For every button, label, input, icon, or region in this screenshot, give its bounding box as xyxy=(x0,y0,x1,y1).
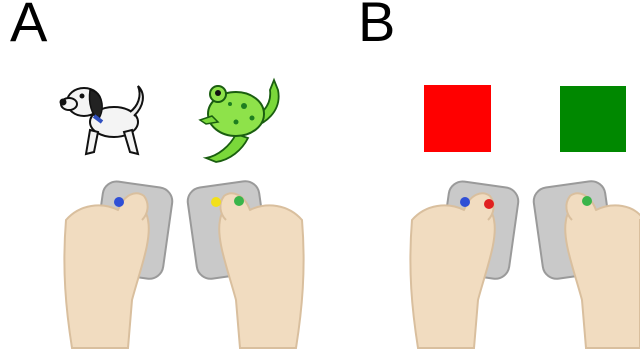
response-button-blue xyxy=(114,197,124,207)
red-square-stimulus xyxy=(424,85,491,152)
response-button-green xyxy=(582,196,592,206)
response-button-green xyxy=(234,196,244,206)
dog-icon xyxy=(58,78,150,160)
response-button-yellow xyxy=(211,197,221,207)
response-button-blue xyxy=(460,197,470,207)
panel-b-label: B xyxy=(358,0,395,50)
green-square-stimulus xyxy=(560,86,626,152)
right-hand-with-response-button xyxy=(534,180,640,350)
left-hand-with-response-buttons xyxy=(408,180,526,350)
left-hand-with-response-button xyxy=(62,180,180,350)
panel-a-label: A xyxy=(10,0,47,50)
frog-icon xyxy=(196,76,286,164)
response-button-red xyxy=(484,199,494,209)
right-hand-with-response-buttons xyxy=(188,180,306,350)
